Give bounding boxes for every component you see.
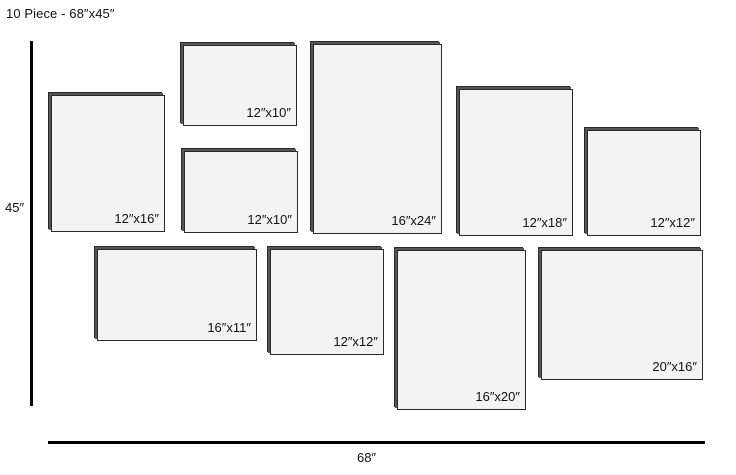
- height-label: 45″: [5, 200, 25, 215]
- canvas-size-label: 12″x12″: [650, 215, 695, 230]
- canvas-size-label: 16″x11″: [207, 320, 251, 335]
- canvas-size-label: 12″x12″: [333, 334, 378, 349]
- canvas-size-label: 12″x16″: [114, 211, 159, 226]
- canvas-panel: 12″x12″: [587, 130, 701, 236]
- canvas-panel: 16″x24″: [313, 44, 442, 234]
- width-label: 68″: [357, 450, 377, 465]
- height-dimension-line: [30, 41, 33, 406]
- canvas-size-label: 16″x24″: [391, 213, 436, 228]
- canvas-panel: 12″x16″: [51, 95, 165, 232]
- canvas-size-label: 20″x16″: [652, 359, 697, 374]
- width-dimension-line: [48, 441, 705, 444]
- canvas-size-label: 12″x10″: [247, 212, 292, 227]
- canvas-size-label: 16″x20″: [475, 389, 520, 404]
- canvas-panel: 12″x10″: [184, 151, 298, 233]
- canvas-size-label: 12″x10″: [246, 105, 291, 120]
- canvas-panel: 12″x10″: [183, 45, 297, 126]
- canvas-panel: 16″x11″: [97, 249, 257, 341]
- canvas-panel: 16″x20″: [397, 250, 526, 410]
- layout-title: 10 Piece - 68″x45″: [6, 6, 115, 21]
- canvas-size-label: 12″x18″: [522, 215, 567, 230]
- canvas-panel: 12″x12″: [270, 249, 384, 355]
- canvas-panel: 20″x16″: [541, 250, 703, 380]
- canvas-panel: 12″x18″: [459, 89, 573, 236]
